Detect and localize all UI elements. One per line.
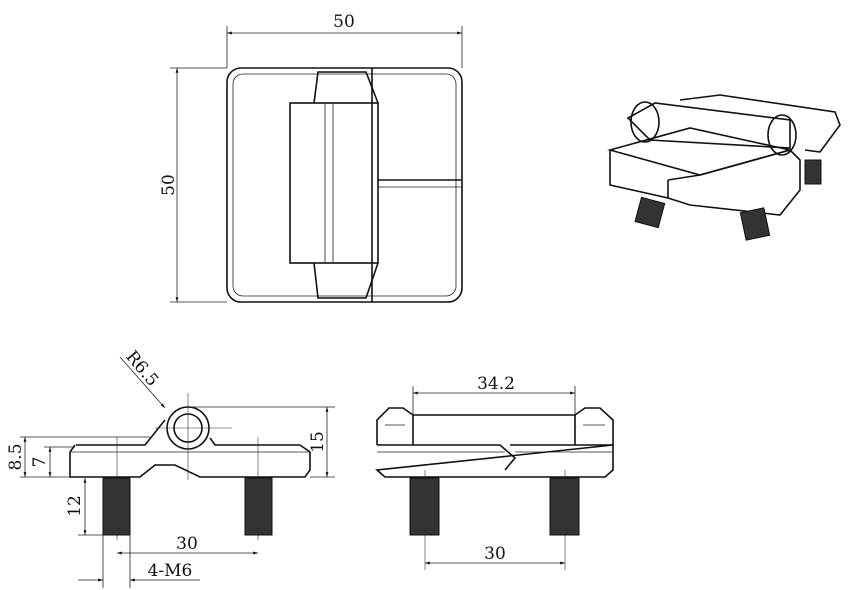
knuckle-width-label: 34.2: [477, 374, 515, 394]
thread-label: 4-M6: [148, 561, 193, 581]
radius-label: R6.5: [121, 347, 162, 390]
isometric-view: [606, 94, 841, 241]
height-15-label: 15: [308, 431, 328, 453]
front-view: 34.2 30: [375, 374, 614, 570]
top-view: 50 50: [159, 12, 463, 303]
side-spacing-label: 30: [176, 534, 198, 554]
height-7-label: 7: [30, 457, 50, 468]
top-height-label: 50: [159, 174, 179, 196]
height-8-5-label: 8.5: [6, 443, 26, 470]
side-view: R6.5 15 8.5 7 12 30 4-M6: [6, 347, 335, 588]
front-spacing-label: 30: [484, 544, 506, 564]
top-width-label: 50: [333, 12, 355, 32]
screw-length-label: 12: [65, 495, 85, 517]
